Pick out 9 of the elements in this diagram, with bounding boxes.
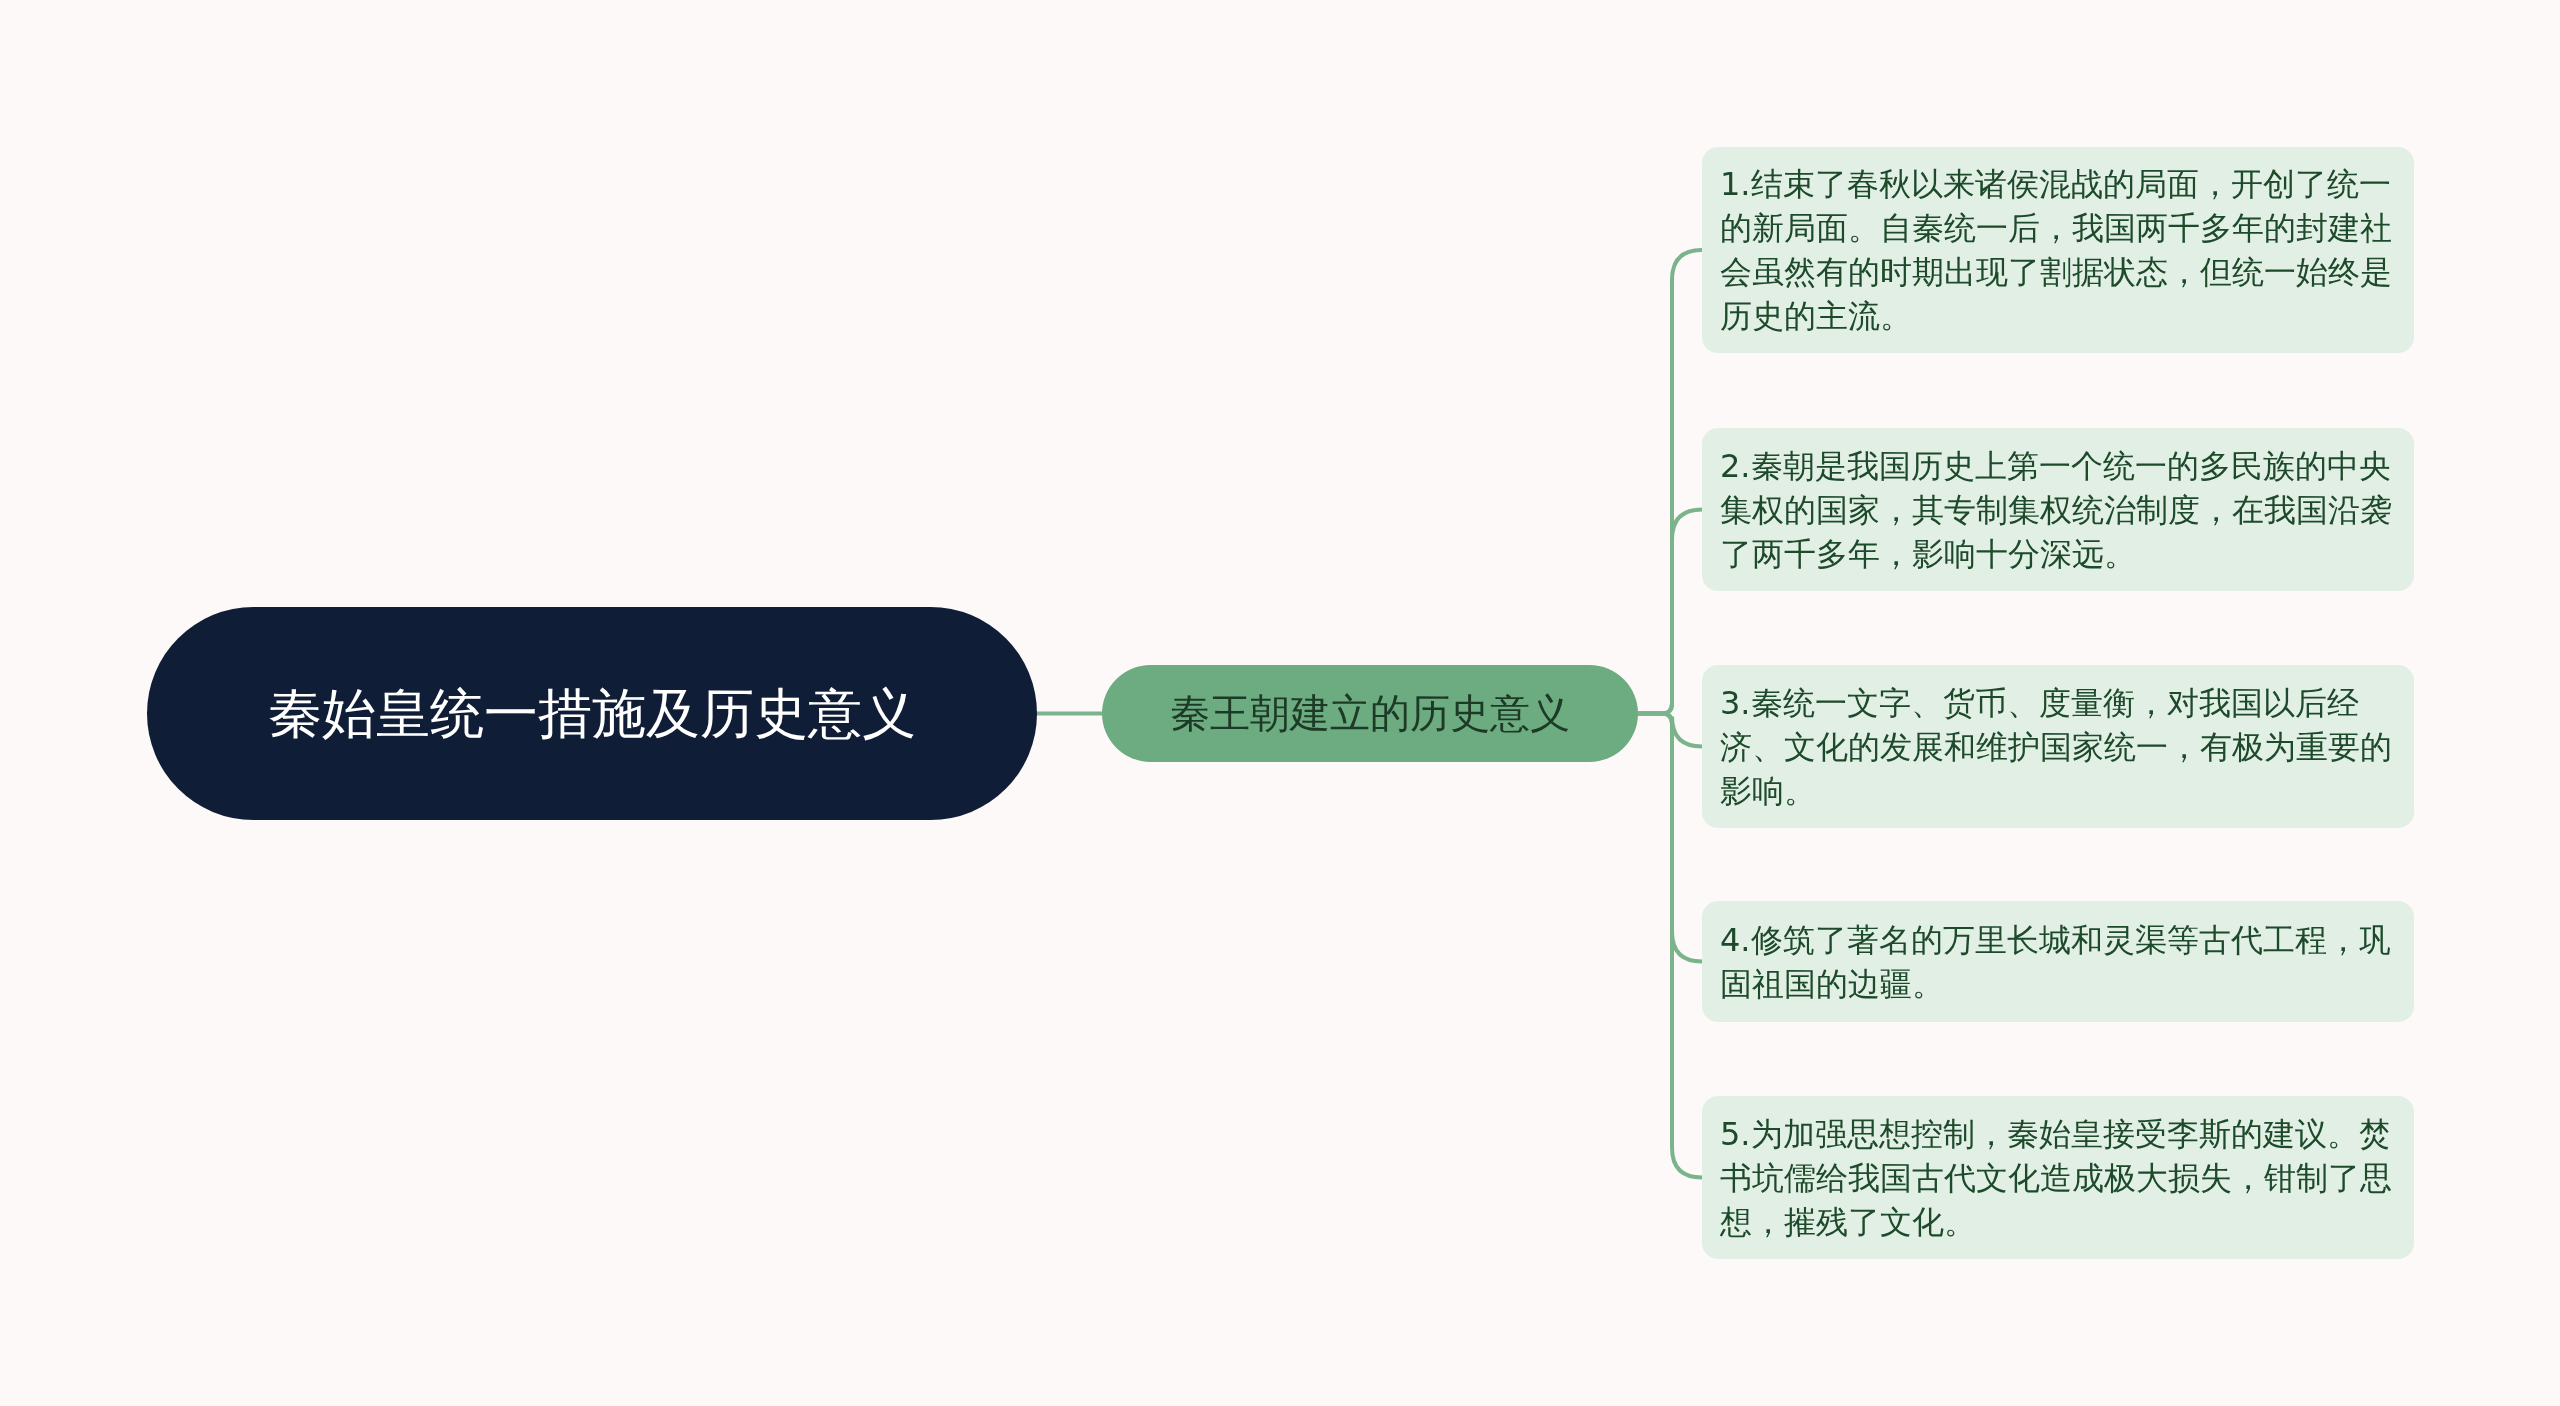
- subtopic-box: 1.结束了春秋以来诸侯混战的局面，开创了统一的新局面。自秦统一后，我国两千多年的封建社会虽然有的时期出现了割据状态，但统一始终是历史的主流。: [1702, 147, 2414, 353]
- connector-line: [1037, 711, 1102, 716]
- subtopic-box: 5.为加强思想控制，秦始皇接受李斯的建议。焚书坑儒给我国古代文化造成极大损失，钳制了思想，摧残了文化。: [1702, 1096, 2414, 1259]
- subtopic-box: 3.秦统一文字、货币、度量衡，对我国以后经济、文化的发展和维护国家统一，有极为重要的影响。: [1702, 665, 2414, 828]
- subtopic-box: 4.修筑了著名的万里长城和灵渠等古代工程，巩固祖国的边疆。: [1702, 901, 2414, 1022]
- topic-box: 秦王朝建立的历史意义: [1102, 665, 1638, 762]
- subtopic-box: 2.秦朝是我国历史上第一个统一的多民族的中央集权的国家，其专制集权统治制度，在我国沿袭了两千多年，影响十分深远。: [1702, 428, 2414, 591]
- root-topic-box: 秦始皇统一措施及历史意义: [147, 607, 1037, 820]
- connector-line: [1638, 711, 1703, 1180]
